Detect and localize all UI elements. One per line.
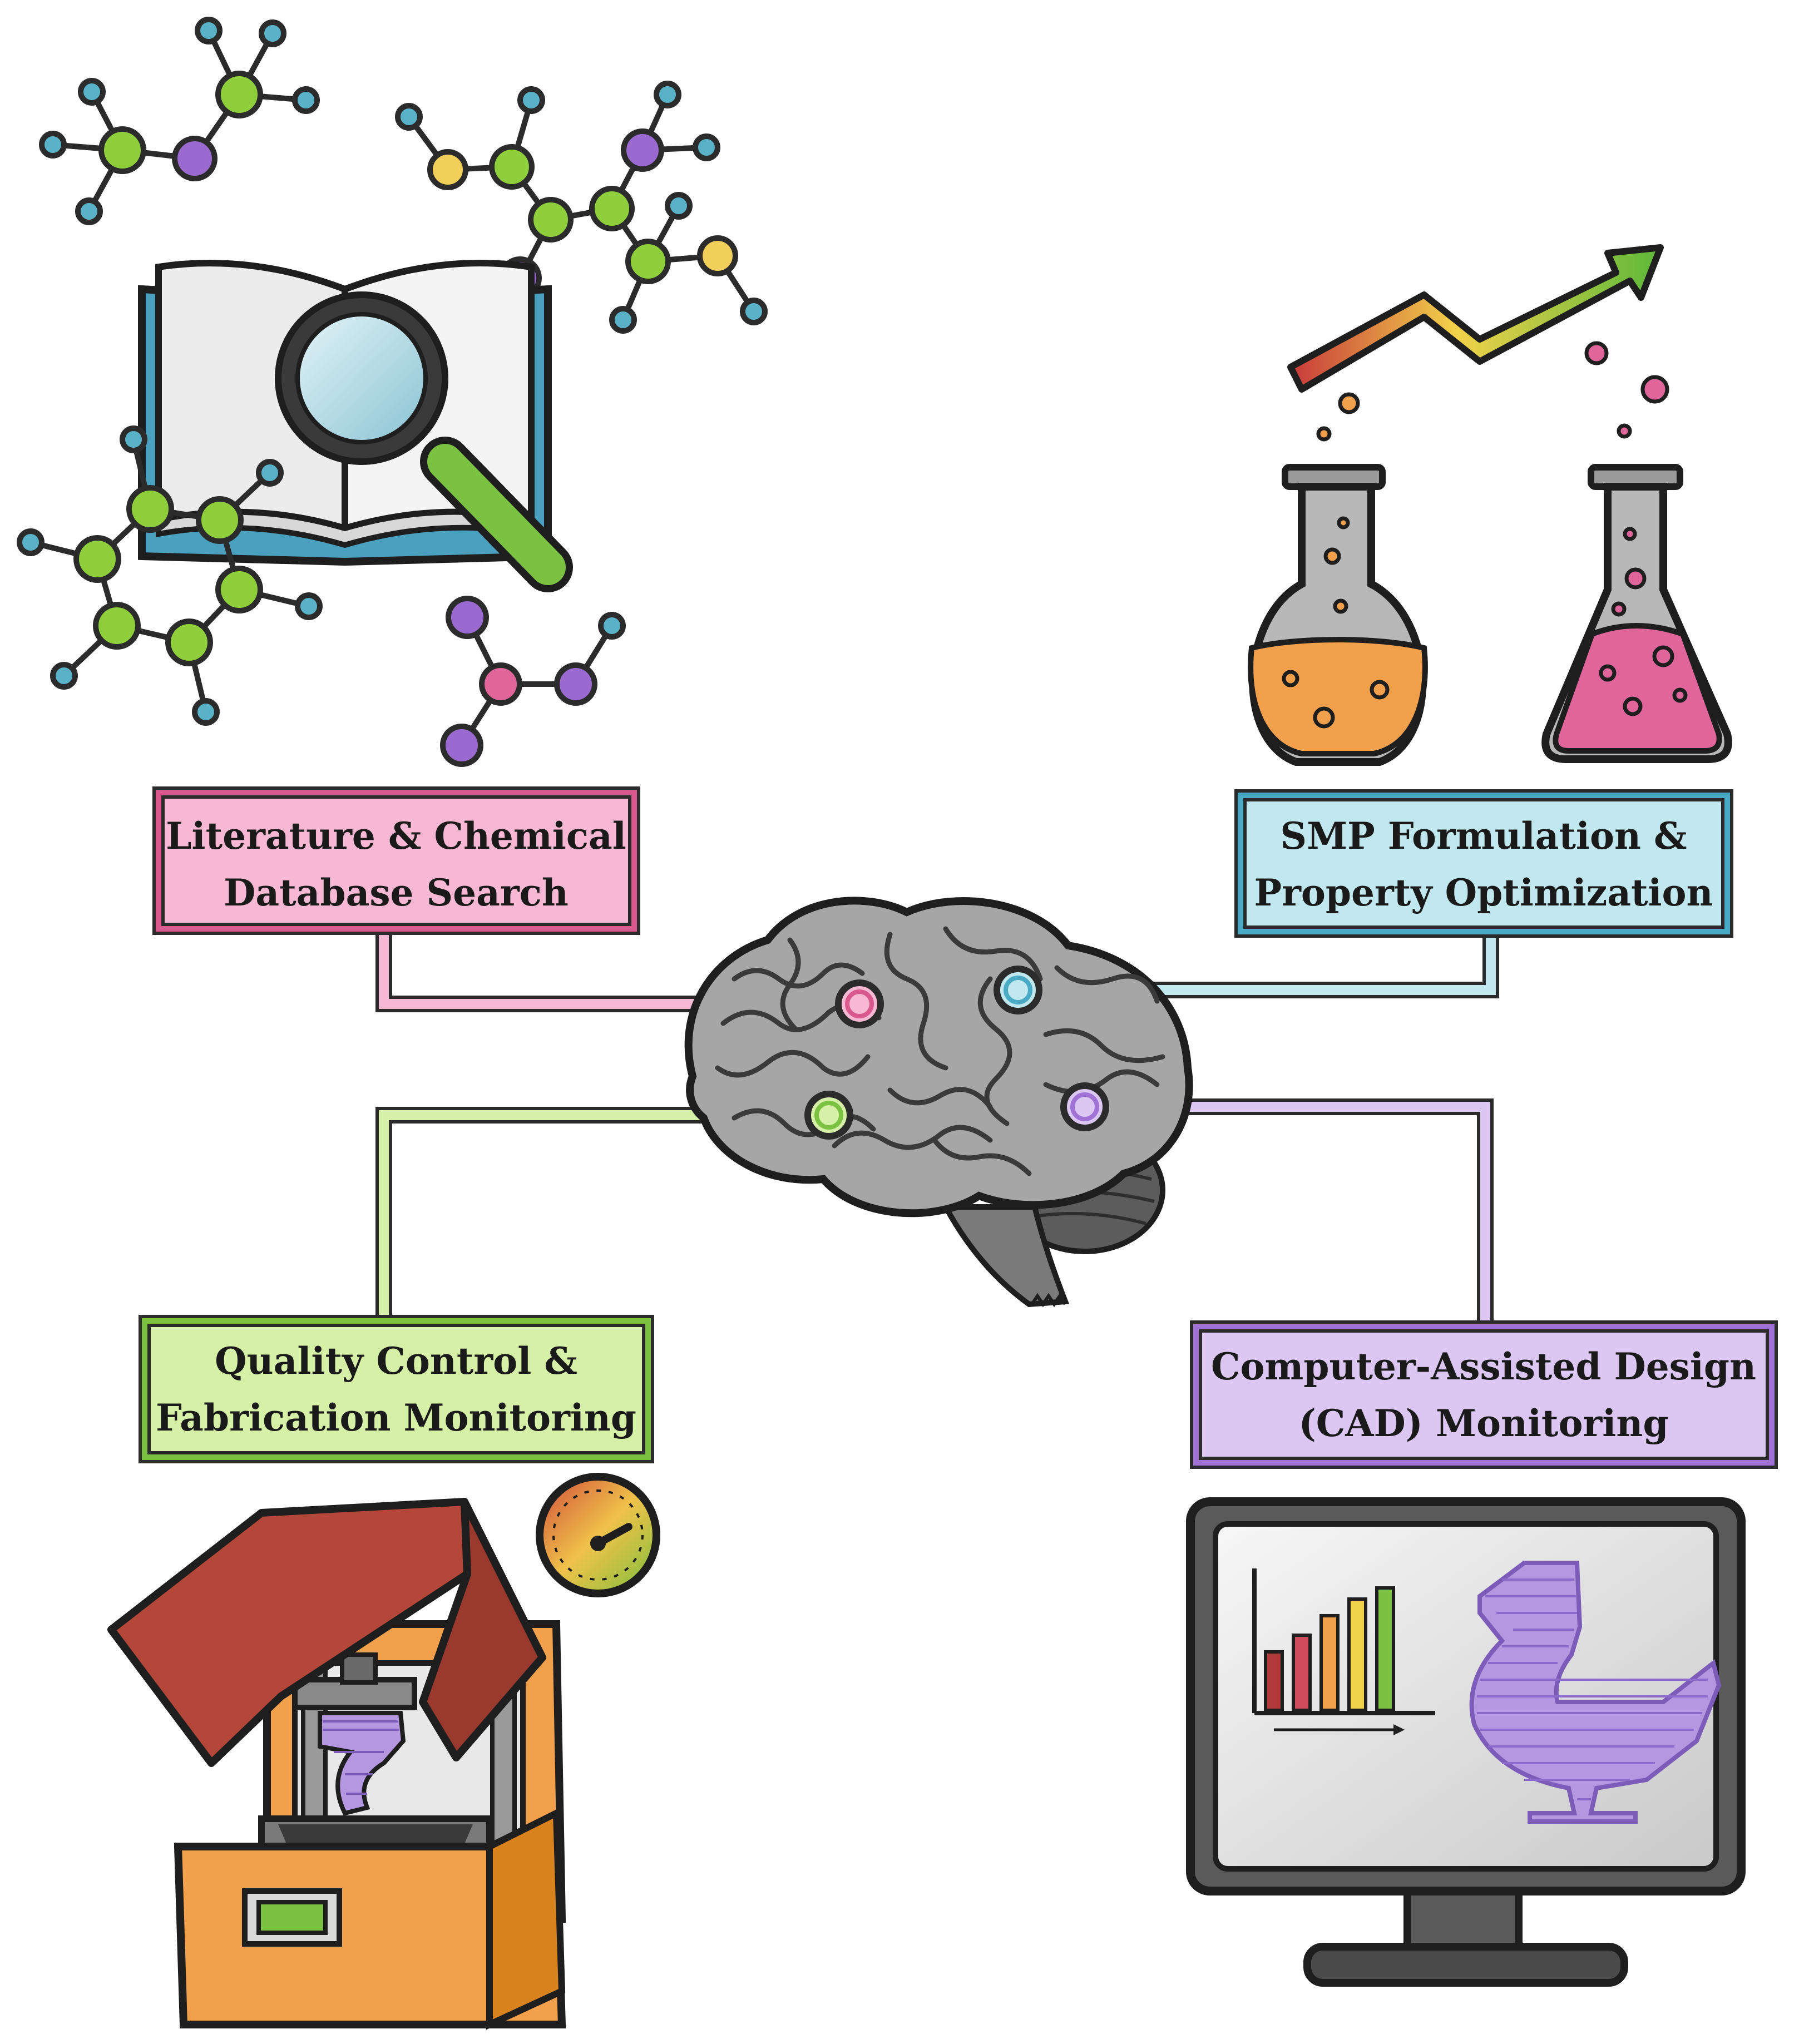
gauge-icon <box>536 1473 660 1597</box>
quality-label-line2: Fabrication Monitoring <box>156 1396 636 1439</box>
cad-label-line2: (CAD) Monitoring <box>1298 1402 1668 1445</box>
molecule-icon <box>440 596 626 767</box>
connector-quality <box>375 1107 829 1321</box>
molecule-icon <box>39 17 320 225</box>
cad-illustration <box>1186 1497 1746 1987</box>
node-cad <box>1060 1082 1109 1131</box>
smp-label-line1: SMP Formulation & <box>1280 814 1687 858</box>
literature-label-line1: Literature & Chemical <box>166 814 626 858</box>
literature-label-line2: Database Search <box>224 871 569 914</box>
brain-icon <box>684 897 1193 1308</box>
box-cad: Computer-Assisted Design (CAD) Monitorin… <box>1190 1320 1778 1469</box>
round-flask-icon <box>1248 464 1428 766</box>
cad-label-line1: Computer-Assisted Design <box>1211 1345 1756 1388</box>
molecule-icon <box>17 425 323 726</box>
duck-model-icon <box>1469 1561 1722 1824</box>
box-smp: SMP Formulation & Property Optimization <box>1234 789 1733 938</box>
box-quality: Quality Control & Fabrication Monitoring <box>139 1315 654 1463</box>
quality-label-line1: Quality Control & <box>215 1339 577 1383</box>
bubbles-icon <box>1316 341 1669 442</box>
box-literature: Literature & Chemical Database Search <box>152 786 640 935</box>
node-smp <box>994 966 1042 1014</box>
trend-arrow-icon <box>1287 244 1664 393</box>
smp-label-line2: Property Optimization <box>1254 871 1713 914</box>
bar-chart-icon <box>1252 1568 1435 1735</box>
smp-illustration <box>1248 244 1732 766</box>
3d-printer-icon <box>107 1498 566 2030</box>
literature-illustration <box>17 17 768 767</box>
quality-illustration <box>107 1473 660 2030</box>
connector-cad <box>1085 1098 1494 1327</box>
erlenmeyer-flask-icon <box>1541 464 1732 763</box>
node-quality <box>804 1091 853 1140</box>
magnifier-icon <box>275 291 573 592</box>
connector-smp <box>1018 929 1499 998</box>
node-literature <box>835 979 884 1028</box>
